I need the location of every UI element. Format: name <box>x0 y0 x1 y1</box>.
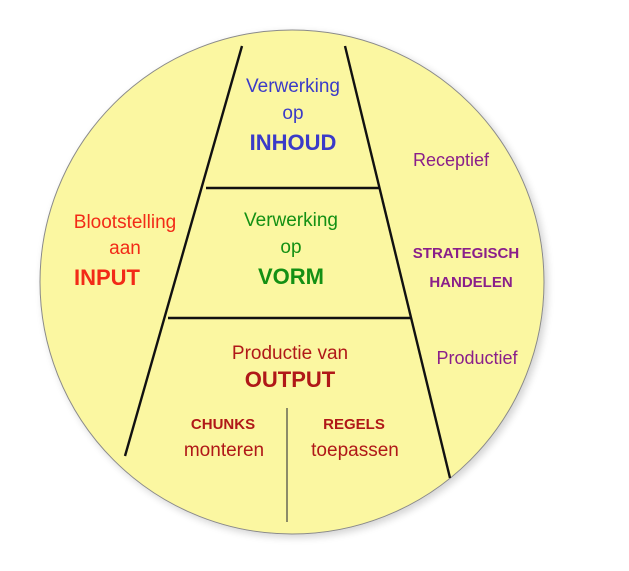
rules-action: toepassen <box>311 440 399 461</box>
middle-section-title: VORM <box>258 264 324 289</box>
strategic-label-line-1: STRATEGISCH <box>413 245 519 262</box>
bottom-section-line-1: Productie van <box>232 343 348 364</box>
chunks-label: CHUNKS <box>191 416 255 433</box>
receptive-label: Receptief <box>413 150 490 170</box>
trapezoid-left-edge <box>123 45 244 457</box>
top-section-line-2: op <box>282 103 303 124</box>
middle-section-line-2: op <box>280 237 301 258</box>
trapezoid-right-edge <box>343 45 452 479</box>
middle-section-line-1: Verwerking <box>244 210 338 231</box>
rules-label: REGELS <box>323 416 385 433</box>
main-circle <box>39 29 545 535</box>
productive-label: Productief <box>436 348 518 368</box>
bottom-section-title: OUTPUT <box>245 367 336 392</box>
strategic-label-line-2: HANDELEN <box>429 274 512 291</box>
input-title: INPUT <box>74 265 141 290</box>
top-section-title: INHOUD <box>250 130 337 155</box>
top-section-line-1: Verwerking <box>246 76 340 97</box>
chunks-action: monteren <box>184 440 264 461</box>
input-line-1: Blootstelling <box>74 212 176 233</box>
input-line-2: aan <box>109 238 141 259</box>
